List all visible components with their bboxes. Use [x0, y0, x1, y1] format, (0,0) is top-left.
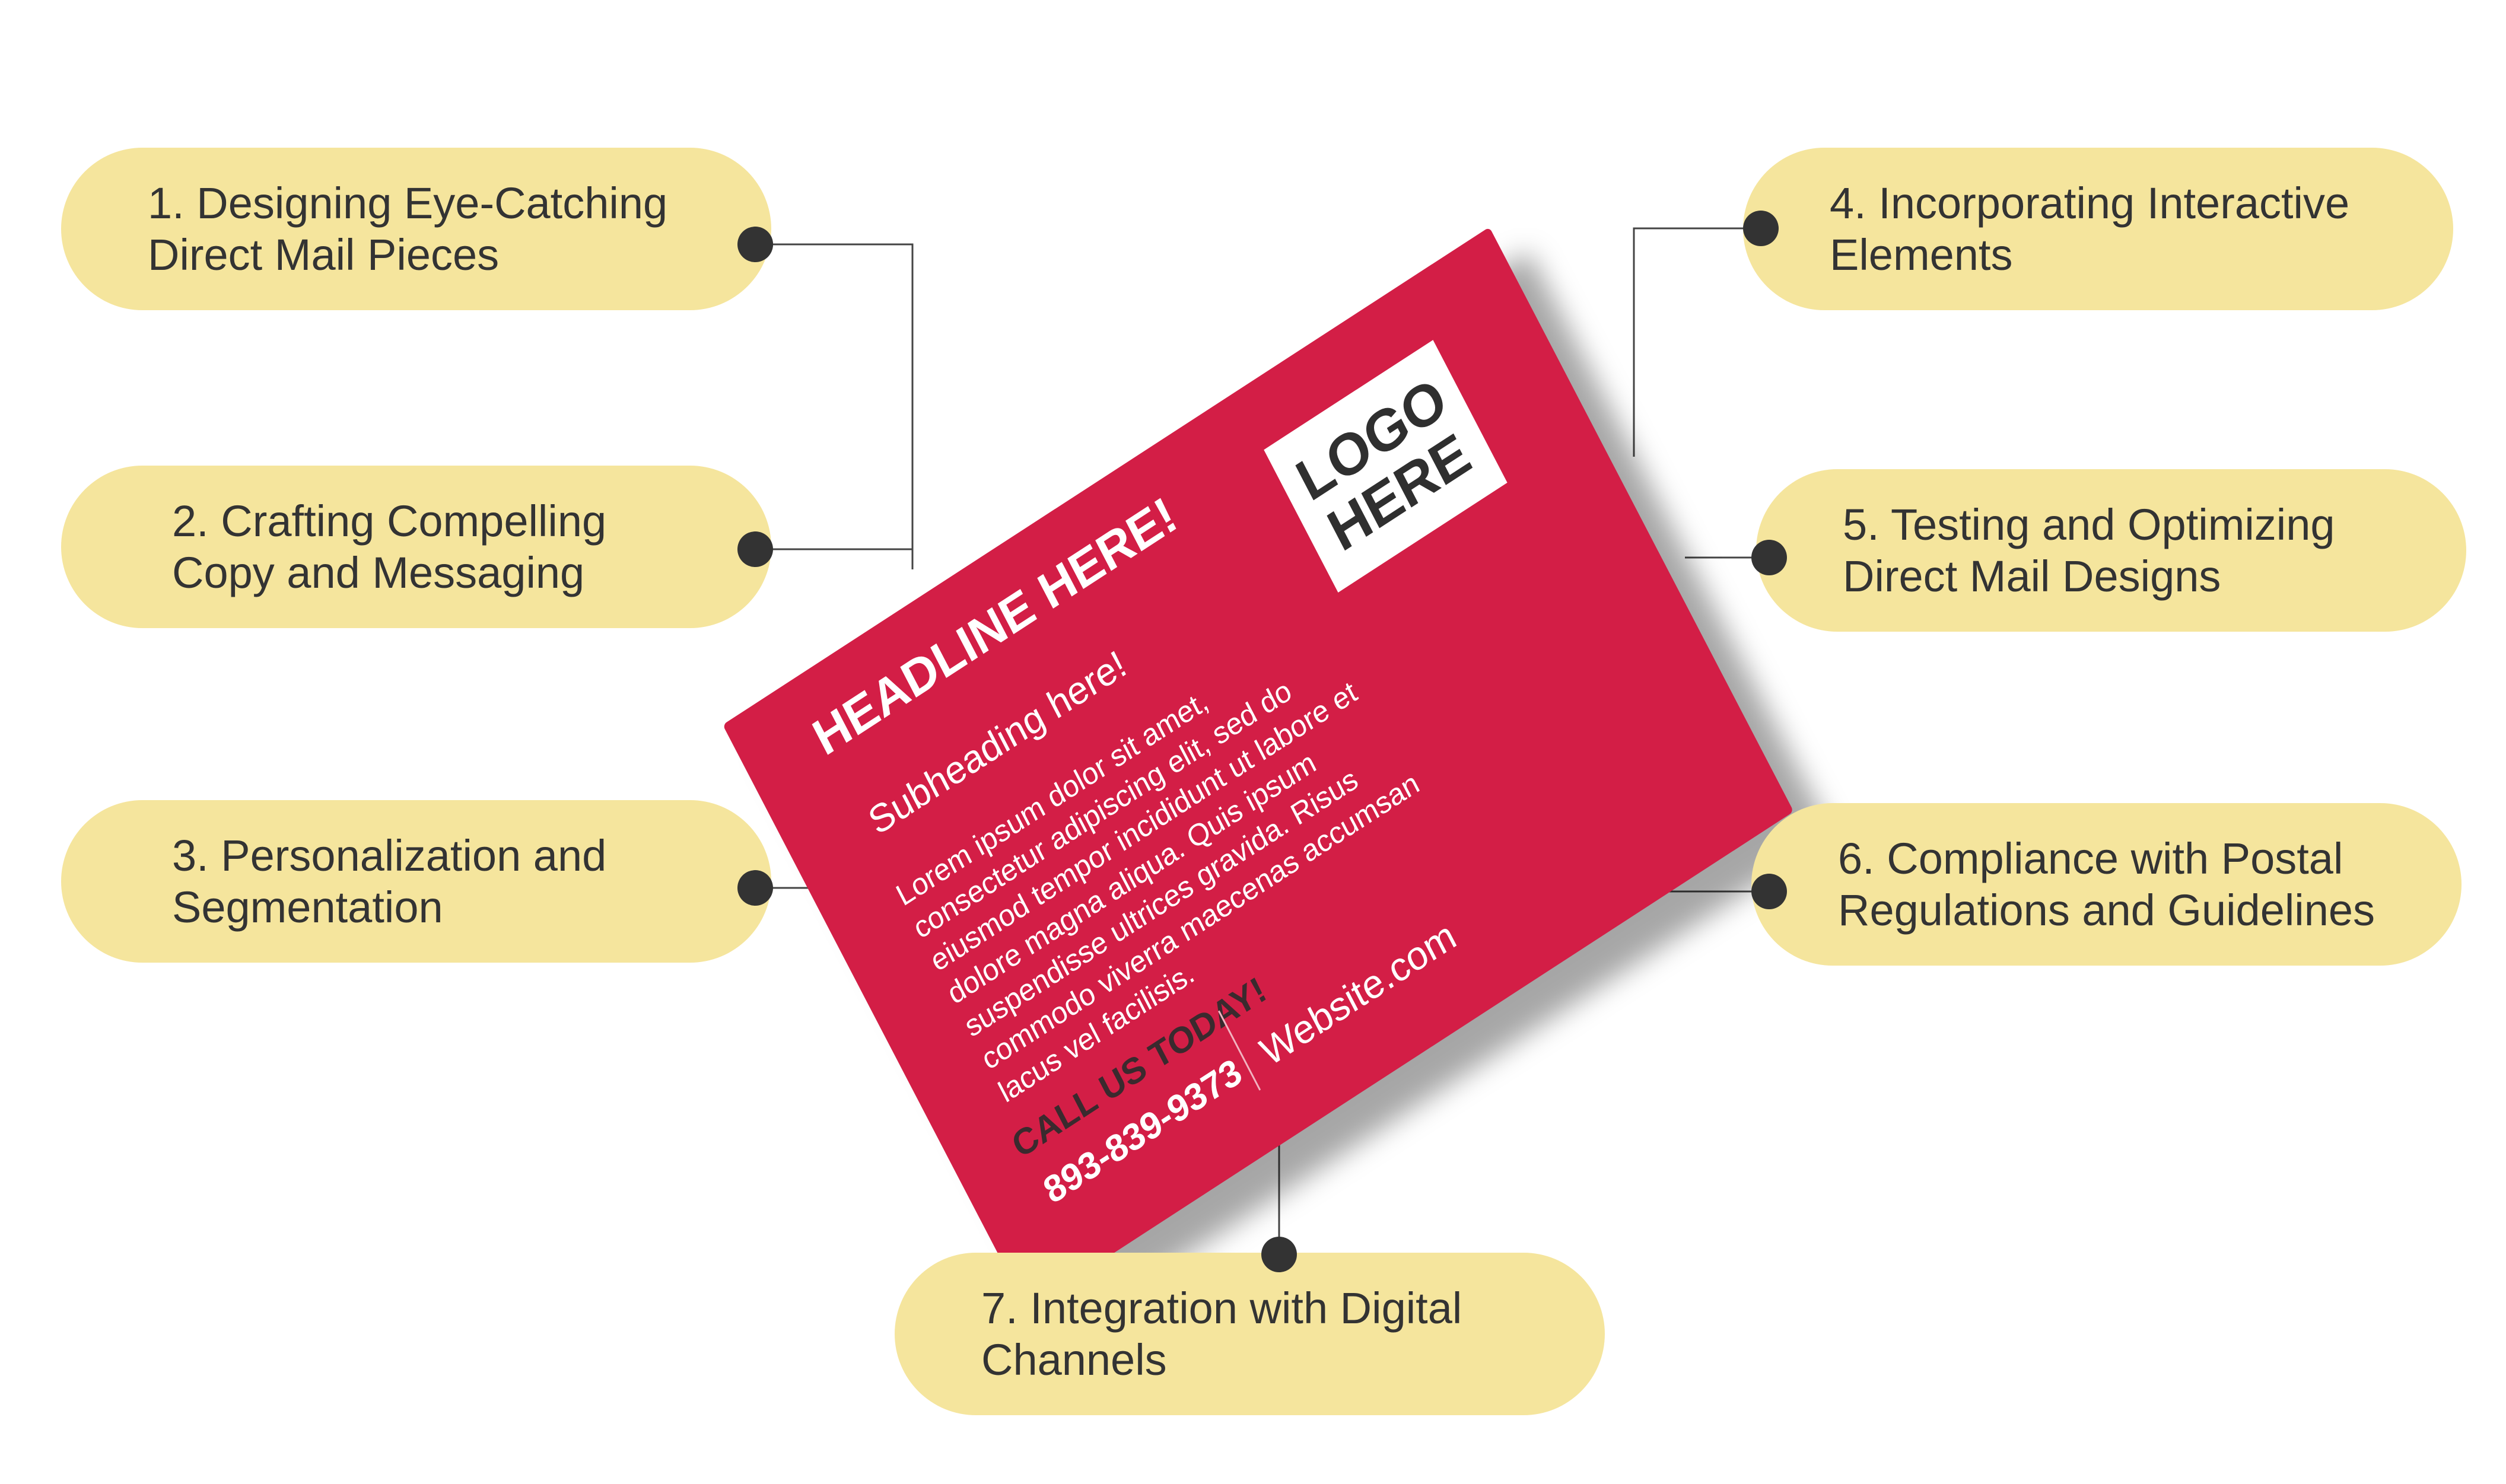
item-6: 6. Compliance with Postal Regulations an… [1751, 803, 2462, 966]
item-3: 3. Personalization and Segmentation [61, 800, 771, 963]
dot-4 [1743, 211, 1779, 246]
item-5-line2: Direct Mail Designs [1843, 552, 2221, 601]
item-2-line1: 2. Crafting Compelling [172, 496, 607, 546]
item-4: 4. Incorporating Interactive Elements [1743, 148, 2453, 310]
item-5-line1: 5. Testing and Optimizing [1843, 500, 2335, 549]
item-4-line2: Elements [1830, 230, 2013, 279]
dot-5 [1751, 540, 1787, 575]
item-1-line2: Direct Mail Pieces [148, 230, 500, 279]
dot-7 [1261, 1237, 1297, 1272]
item-2-line2: Copy and Messaging [172, 548, 585, 597]
item-1-line1: 1. Designing Eye-Catching [148, 179, 668, 228]
item-3-line2: Segmentation [172, 883, 443, 932]
connector-1 [755, 243, 914, 569]
item-6-line1: 6. Compliance with Postal [1838, 834, 2343, 883]
item-6-line2: Regulations and Guidelines [1838, 886, 2375, 935]
item-4-line1: 4. Incorporating Interactive [1830, 179, 2350, 228]
item-7-line1: 7. Integration with Digital [981, 1284, 1462, 1333]
item-5: 5. Testing and Optimizing Direct Mail De… [1756, 469, 2466, 632]
item-1: 1. Designing Eye-Catching Direct Mail Pi… [61, 148, 771, 310]
dot-2 [737, 531, 773, 567]
dot-3 [737, 870, 773, 906]
item-2: 2. Crafting Compelling Copy and Messagin… [61, 466, 771, 628]
item-7: 7. Integration with Digital Channels [895, 1253, 1605, 1415]
dot-1 [737, 227, 773, 262]
item-7-line2: Channels [981, 1335, 1167, 1384]
dot-6 [1751, 874, 1787, 909]
item-3-line1: 3. Personalization and [172, 831, 607, 880]
connector-4 [1633, 227, 1761, 457]
